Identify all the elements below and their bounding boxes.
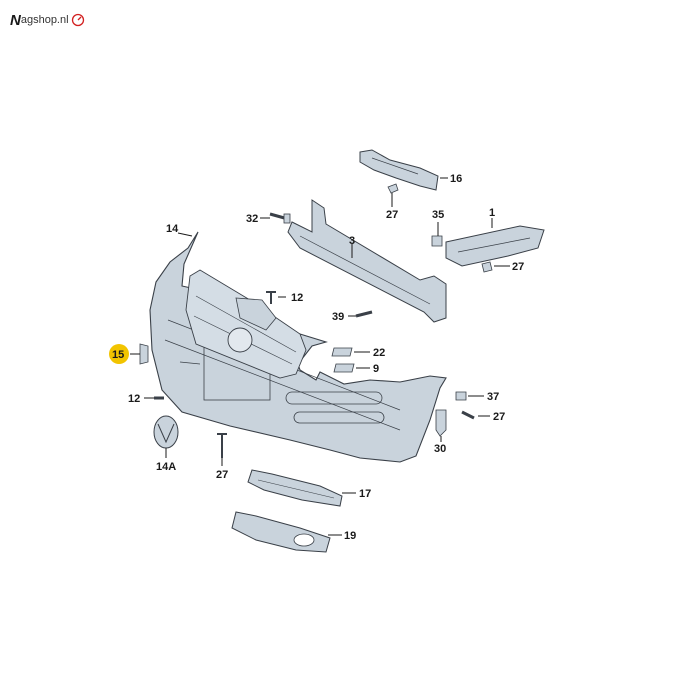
grille-insert-17: [247, 469, 343, 507]
callout-32[interactable]: 32: [246, 213, 258, 225]
screw-39: [355, 310, 373, 318]
part-15-highlight: [139, 343, 149, 365]
callout-3[interactable]: 3: [349, 235, 355, 247]
callout-35[interactable]: 35: [432, 209, 444, 221]
part-impact-beam-3: [287, 199, 447, 323]
cap-22: [331, 347, 353, 357]
clip-37: [455, 391, 467, 401]
callout-19[interactable]: 19: [344, 530, 356, 542]
bracket-30: [435, 409, 447, 437]
callout-12-upper[interactable]: 12: [291, 292, 303, 304]
callout-12-lower[interactable]: 12: [128, 393, 140, 405]
callout-14[interactable]: 14: [166, 223, 179, 235]
callout-39[interactable]: 39: [332, 311, 344, 323]
part-grille: [185, 269, 307, 379]
screw-12-upper: [266, 291, 276, 304]
grille-insert-19: [231, 511, 331, 553]
callout-27-lower[interactable]: 27: [216, 469, 228, 481]
callout-15[interactable]: 15: [112, 349, 124, 361]
screw-27-lower: [217, 433, 227, 458]
speedometer-icon: [71, 13, 84, 27]
callout-17[interactable]: 17: [359, 488, 371, 500]
part-side-bracket-1: [445, 225, 545, 267]
highlight-badge-15: [109, 344, 129, 364]
callout-30[interactable]: 30: [434, 443, 446, 455]
callout-27-right[interactable]: 27: [493, 411, 505, 423]
callout-27-side[interactable]: 27: [512, 261, 524, 273]
part-bracket-16: [359, 149, 439, 191]
callout-9[interactable]: 9: [373, 363, 379, 375]
callout-22[interactable]: 22: [373, 347, 385, 359]
screw-27-side: [481, 261, 493, 273]
brand-name: agshop.nl: [20, 14, 69, 26]
callout-16[interactable]: 16: [450, 173, 462, 185]
callout-27-upper[interactable]: 27: [386, 209, 398, 221]
callout-labels: 16 32 27 35 1 14 3 27 12 39 15 22 9 12 3…: [112, 173, 524, 542]
leader-lines: [130, 177, 510, 536]
callout-14A[interactable]: 14A: [156, 461, 176, 473]
screw-27-upper: [387, 183, 399, 194]
cap-9: [333, 363, 355, 373]
screw-32: [269, 212, 291, 224]
callout-37[interactable]: 37: [487, 391, 499, 403]
brand-mark: N: [10, 11, 21, 29]
callout-1[interactable]: 1: [489, 207, 495, 219]
clip-35: [431, 235, 443, 247]
brand-logo[interactable]: N agshop.nl: [10, 10, 85, 30]
emblem-14A: [153, 415, 179, 449]
screw-27-right: [461, 410, 475, 420]
